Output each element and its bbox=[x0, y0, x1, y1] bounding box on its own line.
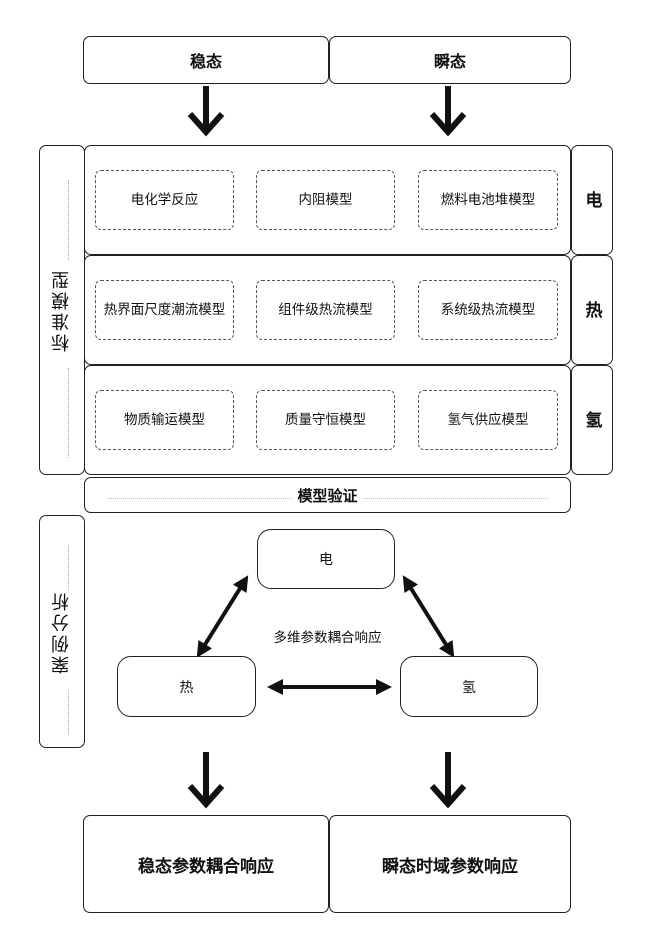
row-label-hydrogen: 氢 bbox=[580, 411, 605, 430]
model-label: 系统级热流模型 bbox=[441, 301, 536, 320]
steady-coupling-label: 稳态参数耦合响应 bbox=[138, 852, 274, 877]
standard-model-side: 标准模型 bbox=[39, 145, 85, 475]
model-label: 热界面尺度潮流模型 bbox=[104, 301, 226, 320]
coupling-center-label: 多维参数耦合响应 bbox=[240, 626, 415, 646]
case-analysis-label: 案例分析 bbox=[49, 590, 75, 674]
model-internal-resistance: 内阻模型 bbox=[256, 170, 395, 230]
model-mass-conservation: 质量守恒模型 bbox=[256, 390, 395, 450]
node-electric: 电 bbox=[257, 529, 395, 589]
model-label: 组件级热流模型 bbox=[278, 301, 373, 320]
model-label: 内阻模型 bbox=[299, 191, 353, 210]
model-fuel-cell-stack: 燃料电池堆模型 bbox=[418, 170, 558, 230]
arrow-down-steady bbox=[190, 86, 222, 132]
model-system-heat-flow: 系统级热流模型 bbox=[418, 280, 558, 340]
model-label: 质量守恒模型 bbox=[285, 411, 366, 430]
arrow-electric-heat bbox=[201, 582, 244, 651]
model-component-heat-flow: 组件级热流模型 bbox=[256, 280, 395, 340]
arrow-down-steady-bottom bbox=[190, 752, 222, 804]
row-label-electric: 电 bbox=[580, 191, 605, 210]
node-hydrogen-label: 氢 bbox=[462, 677, 476, 697]
standard-model-label: 标准模型 bbox=[49, 268, 75, 352]
node-heat: 热 bbox=[117, 656, 256, 717]
transient-response-box: 瞬态时域参数响应 bbox=[329, 815, 571, 913]
side-dots-case-top bbox=[68, 545, 69, 590]
row-label-heat-box: 热 bbox=[571, 255, 613, 365]
model-mass-transport: 物质输运模型 bbox=[95, 390, 234, 450]
row-label-heat: 热 bbox=[580, 301, 605, 320]
arrow-down-transient bbox=[432, 86, 464, 132]
row-label-hydrogen-box: 氢 bbox=[571, 365, 613, 475]
model-interface-heat-flow: 热界面尺度潮流模型 bbox=[95, 280, 234, 340]
model-label: 燃料电池堆模型 bbox=[441, 191, 536, 210]
model-label: 氢气供应模型 bbox=[448, 411, 529, 430]
model-validation-box: 模型验证 bbox=[84, 477, 571, 513]
row-label-electric-box: 电 bbox=[571, 145, 613, 255]
node-heat-label: 热 bbox=[180, 677, 194, 697]
node-hydrogen: 氢 bbox=[400, 656, 538, 717]
steady-coupling-box: 稳态参数耦合响应 bbox=[83, 815, 329, 913]
case-analysis-side: 案例分析 bbox=[39, 515, 85, 748]
side-dots-std-bottom bbox=[68, 368, 69, 458]
transient-response-label: 瞬态时域参数响应 bbox=[382, 852, 518, 877]
model-hydrogen-supply: 氢气供应模型 bbox=[418, 390, 558, 450]
side-dots-case-bottom bbox=[68, 690, 69, 735]
node-electric-label: 电 bbox=[319, 549, 333, 569]
model-label: 电化学反应 bbox=[131, 191, 199, 210]
arrow-down-transient-bottom bbox=[432, 752, 464, 804]
model-electrochemical-reaction: 电化学反应 bbox=[95, 170, 234, 230]
side-dots-std-top bbox=[68, 180, 69, 260]
model-validation-label: 模型验证 bbox=[293, 485, 361, 506]
model-label: 物质输运模型 bbox=[124, 411, 205, 430]
